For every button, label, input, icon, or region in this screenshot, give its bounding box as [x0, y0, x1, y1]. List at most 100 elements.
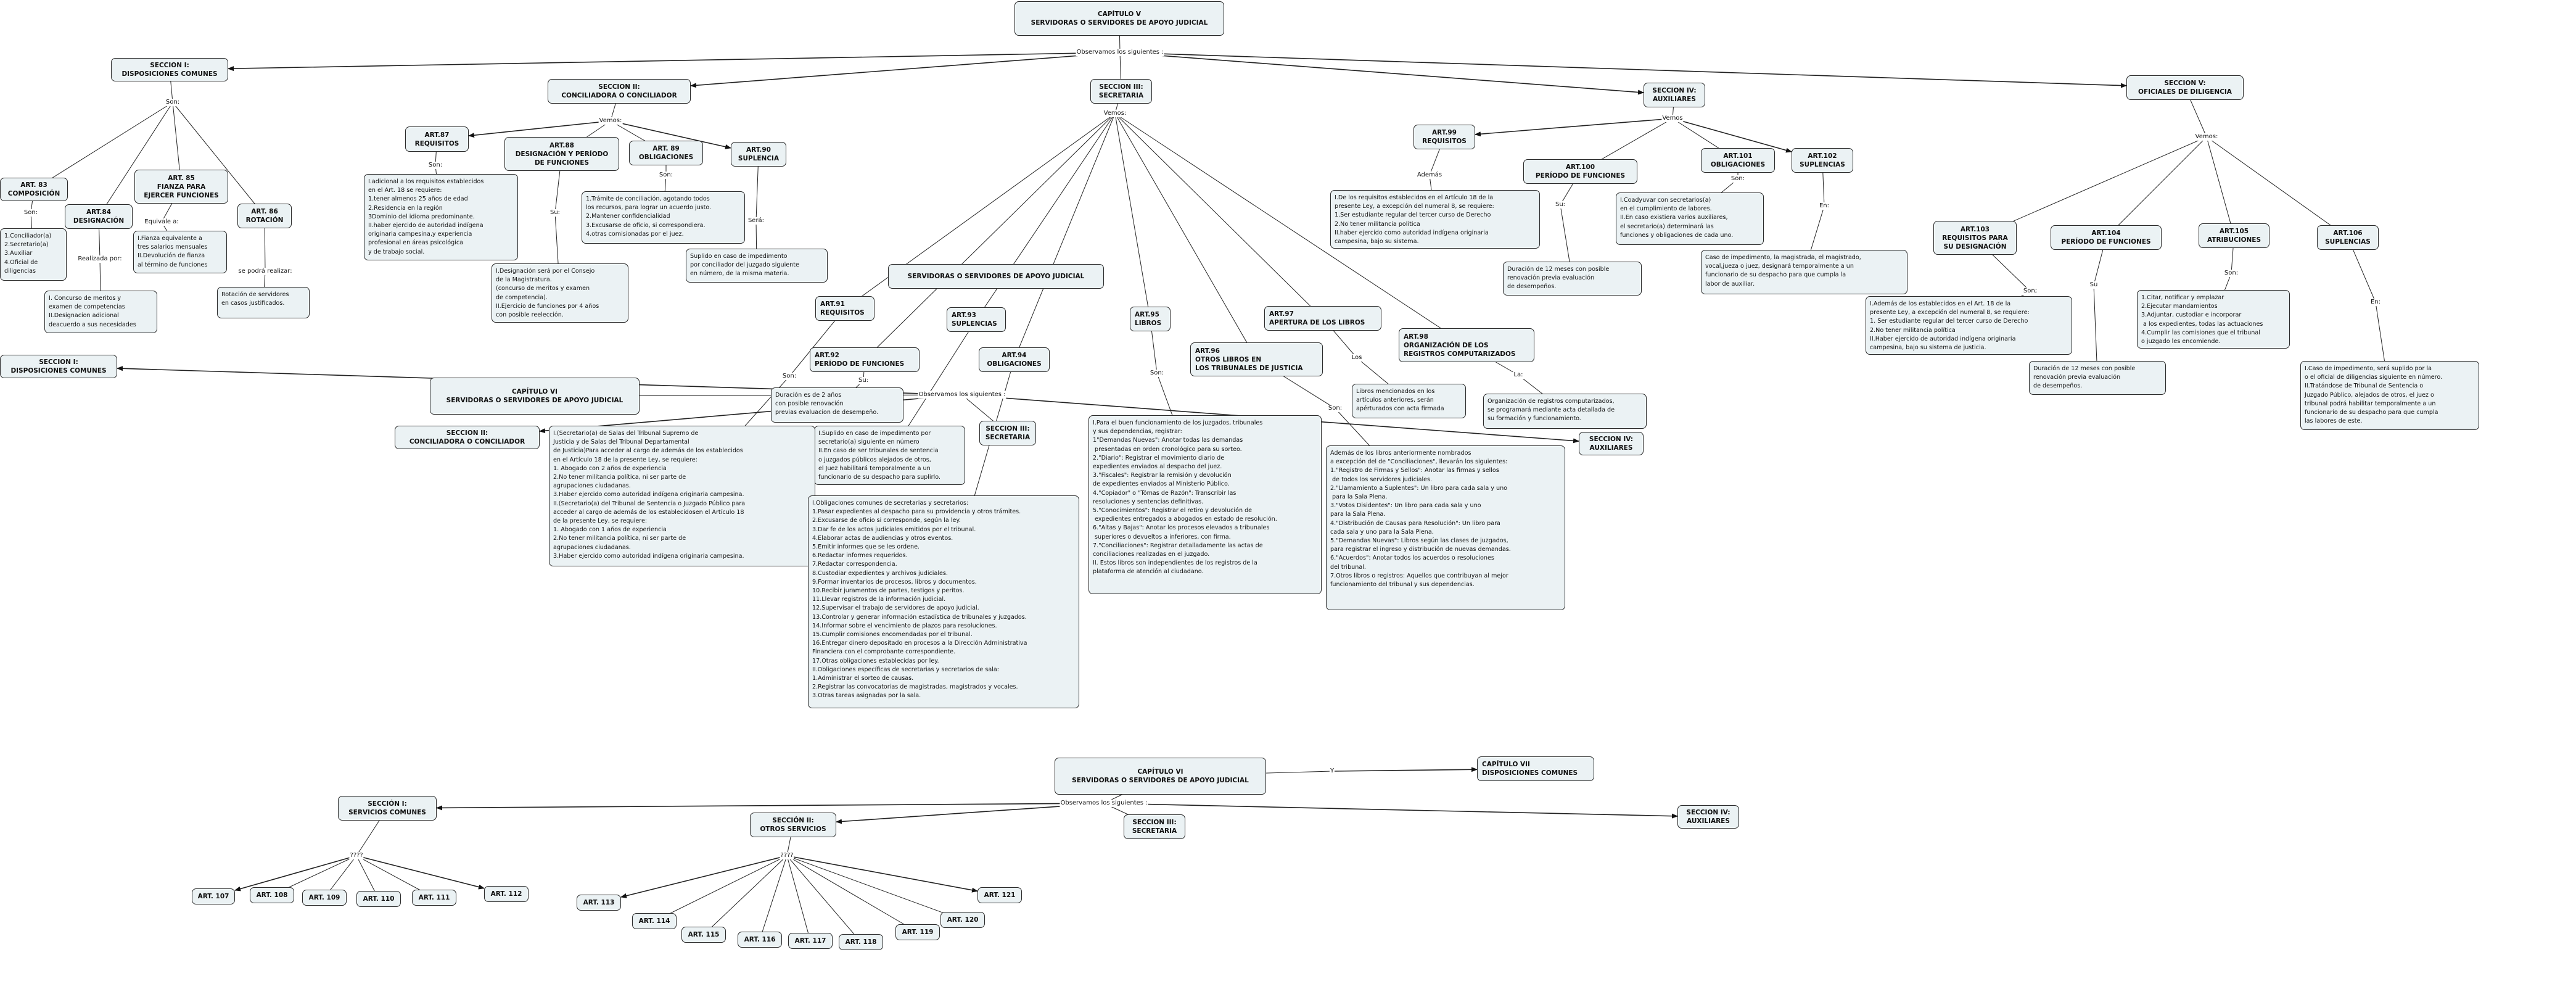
concept-detail-box-b91[interactable]: I.(Secretario(a) de Salas del Tribunal S…	[549, 426, 815, 566]
concept-detail-box-b101[interactable]: I.Coadyuvar con secretarios(a) en el cum…	[1616, 192, 1764, 245]
concept-node-s1[interactable]: SECCION I: DISPOSICIONES COMUNES	[111, 58, 228, 81]
concept-node-a112[interactable]: ART. 112	[484, 886, 529, 902]
link-label-q2: ????	[780, 852, 794, 859]
concept-node-s2b[interactable]: SECCIÓN II: OTROS SERVICIOS	[750, 813, 836, 837]
concept-node-a120[interactable]: ART. 120	[940, 912, 985, 928]
concept-node-art91[interactable]: ART.91 REQUISITOS	[815, 296, 874, 321]
concept-node-art88[interactable]: ART.88 DESIGNACIÓN Y PERÍODO DE FUNCIONE…	[504, 137, 619, 171]
concept-detail-box-b84[interactable]: I. Concurso de meritos y examen de compe…	[44, 291, 157, 333]
concept-detail-box-b95[interactable]: I.Para el buen funcionamiento de los juz…	[1088, 415, 1322, 594]
connector-q1-a107	[234, 855, 357, 892]
concept-node-art104[interactable]: ART.104 PERÍODO DE FUNCIONES	[2051, 225, 2162, 250]
concept-detail-box-b97[interactable]: Libros mencionados en los artículos ante…	[1352, 384, 1466, 418]
link-label-equivale: Equivale a:	[144, 218, 179, 226]
connector-q2-a113	[620, 855, 788, 898]
concept-node-s1b[interactable]: SECCIÓN I: SERVICIOS COMUNES	[338, 796, 437, 821]
concept-detail-box-b89[interactable]: 1.Trámite de conciliación, agotando todo…	[582, 191, 745, 244]
concept-detail-box-b90[interactable]: Suplido en caso de impedimento por conci…	[686, 249, 828, 283]
concept-node-s3mid[interactable]: SECCION III: SECRETARIA	[979, 421, 1036, 445]
concept-node-art99[interactable]: ART.99 REQUISITOS	[1414, 125, 1475, 149]
concept-detail-box-b99[interactable]: I.De los requisitos establecidos en el A…	[1330, 190, 1540, 249]
concept-node-art98[interactable]: ART.98 ORGANIZACIÓN DE LOS REGISTROS COM…	[1399, 328, 1534, 362]
concept-node-cap7[interactable]: CAPÍTULO VII DISPOSICIONES COMUNES	[1477, 756, 1594, 781]
concept-node-art86[interactable]: ART. 86 ROTACIÓN	[237, 204, 292, 228]
concept-node-art84[interactable]: ART.84 DESIGNACIÓN	[65, 204, 133, 229]
concept-node-a114[interactable]: ART. 114	[632, 913, 677, 929]
concept-node-art95[interactable]: ART.95 LIBROS	[1130, 307, 1171, 331]
concept-node-s4b[interactable]: SECCION IV: AUXILIARES	[1677, 805, 1739, 829]
concept-node-art89[interactable]: ART. 89 OBLIGACIONES	[629, 141, 703, 165]
connector-sonS1-art83	[33, 102, 173, 190]
concept-node-art97[interactable]: ART.97 APERTURA DE LOS LIBROS	[1264, 306, 1381, 331]
concept-detail-box-b105[interactable]: 1.Citar, notificar y emplazar 2.Ejecutar…	[2137, 290, 2290, 349]
concept-detail-box-b85[interactable]: I.Fianza equivalente a tres salarios men…	[133, 231, 227, 273]
concept-detail-box-b100[interactable]: Duración de 12 meses con posible renovac…	[1503, 262, 1642, 296]
concept-detail-box-b106[interactable]: I.Caso de impedimento, será suplido por …	[2300, 361, 2479, 430]
concept-node-s2[interactable]: SECCION II: CONCILIADORA O CONCILIADOR	[548, 79, 691, 104]
concept-detail-box-b102[interactable]: Caso de impedimento, la magistrada, el m…	[1701, 250, 1907, 294]
concept-detail-box-b87[interactable]: I.adicional a los requisitos establecido…	[364, 174, 518, 260]
concept-detail-box-b96[interactable]: Además de los libros anteriormente nombr…	[1326, 445, 1565, 610]
concept-node-art94[interactable]: ART.94 OBLIGACIONES	[979, 347, 1050, 372]
concept-detail-box-b92[interactable]: Duración es de 2 años con posible renova…	[771, 387, 903, 423]
concept-node-cap6over[interactable]: SERVIDORAS O SERVIDORES DE APOYO JUDICIA…	[888, 264, 1104, 289]
link-label-q1: ????	[349, 852, 364, 859]
concept-node-a109[interactable]: ART. 109	[302, 890, 347, 906]
concept-node-art105[interactable]: ART.105 ATRIBUCIONES	[2199, 223, 2269, 248]
link-label-en106: En:	[2369, 299, 2382, 306]
concept-detail-box-b103[interactable]: I.Además de los establecidos en el Art. …	[1866, 296, 2072, 355]
concept-node-s3b[interactable]: SECCION III: SECRETARIA	[1124, 814, 1185, 839]
connector-vemos4-art99	[1475, 118, 1673, 137]
concept-node-art100[interactable]: ART.100 PERÍODO DE FUNCIONES	[1523, 159, 1637, 184]
concept-detail-box-b98[interactable]: Organización de registros computarizados…	[1483, 394, 1647, 429]
concept-node-art92[interactable]: ART.92 PERÍODO DE FUNCIONES	[810, 347, 920, 372]
concept-node-s2mid[interactable]: SECCION II: CONCILIADORA O CONCILIADOR	[395, 426, 540, 449]
concept-node-a110[interactable]: ART. 110	[356, 891, 401, 907]
concept-node-art103[interactable]: ART.103 REQUISITOS PARA SU DESIGNACIÓN	[1933, 221, 2017, 255]
connector-vemos3-art94	[1014, 113, 1116, 360]
concept-node-a113[interactable]: ART. 113	[577, 895, 621, 911]
concept-node-a111[interactable]: ART. 111	[412, 890, 456, 906]
concept-node-s4[interactable]: SECCION IV: AUXILIARES	[1644, 83, 1705, 107]
concept-node-a115[interactable]: ART. 115	[681, 927, 726, 943]
connector-obsTop-s1	[228, 52, 1121, 72]
concept-node-a116[interactable]: ART. 116	[738, 932, 782, 948]
concept-detail-box-b104[interactable]: Duración de 12 meses con posible renovac…	[2029, 361, 2166, 395]
concept-node-art85[interactable]: ART. 85 FIANZA PARA EJERCER FUNCIONES	[134, 170, 228, 204]
concept-node-art90[interactable]: ART.90 SUPLENCIA	[731, 142, 786, 167]
connector-q2-a116	[759, 855, 788, 940]
link-label-son83: Son:	[23, 209, 39, 217]
concept-node-a118[interactable]: ART. 118	[839, 934, 883, 950]
concept-node-cap6b[interactable]: CAPÍTULO VI SERVIDORAS O SERVIDORES DE A…	[1055, 758, 1266, 795]
concept-node-a107[interactable]: ART. 107	[192, 888, 235, 904]
link-label-los: Los	[1351, 354, 1363, 362]
concept-node-s4mid[interactable]: SECCION IV: AUXILIARES	[1579, 432, 1644, 455]
concept-node-cap6mid[interactable]: CAPÍTULO VI SERVIDORAS O SERVIDORES DE A…	[430, 378, 640, 415]
concept-node-s1mid[interactable]: SECCION I: DISPOSICIONES COMUNES	[0, 355, 117, 378]
link-label-son87: Son:	[427, 162, 443, 169]
concept-node-s3[interactable]: SECCION III: SECRETARIA	[1090, 79, 1152, 104]
link-label-su88: Su:	[549, 209, 561, 217]
connector-vemos4-art102	[1672, 118, 1792, 153]
concept-detail-box-b88[interactable]: I.Designación será por el Consejo de la …	[492, 263, 628, 323]
concept-node-art93[interactable]: ART.93 SUPLENCIAS	[947, 307, 1006, 332]
concept-node-art87[interactable]: ART.87 REQUISITOS	[405, 126, 469, 152]
connector-obsB-s4b	[1103, 803, 1678, 819]
concept-detail-box-b93[interactable]: I.Suplido en caso de impedimento por sec…	[814, 426, 965, 485]
concept-detail-box-b86[interactable]: Rotación de servidores en casos justific…	[217, 287, 310, 318]
concept-node-art101[interactable]: ART.101 OBLIGACIONES	[1701, 148, 1775, 173]
concept-node-a119[interactable]: ART. 119	[895, 924, 940, 940]
concept-node-a121[interactable]: ART. 121	[977, 887, 1022, 903]
concept-node-a117[interactable]: ART. 117	[788, 933, 833, 949]
concept-node-art83[interactable]: ART. 83 COMPOSICIÓN	[0, 178, 68, 201]
concept-node-art96[interactable]: ART.96 OTROS LIBROS EN LOS TRIBUNALES DE…	[1190, 342, 1323, 376]
connector-obsTop-s4	[1119, 52, 1644, 95]
concept-node-art106[interactable]: ART.106 SUPLENCIAS	[2317, 225, 2379, 250]
concept-detail-box-b94[interactable]: I.Obligaciones comunes de secretarias y …	[808, 495, 1079, 708]
concept-detail-box-b83[interactable]: 1.Conciliador(a) 2.Secretario(a) 3.Auxil…	[0, 228, 67, 281]
concept-node-cap5[interactable]: CAPÍTULO V SERVIDORAS O SERVIDORES DE AP…	[1014, 1, 1224, 36]
concept-node-a108[interactable]: ART. 108	[250, 887, 294, 903]
concept-node-s5[interactable]: SECCION V: OFICIALES DE DILIGENCIA	[2126, 75, 2244, 100]
connector-vemos5-art105	[2206, 136, 2234, 236]
concept-node-art102[interactable]: ART.102 SUPLENCIAS	[1792, 148, 1853, 173]
